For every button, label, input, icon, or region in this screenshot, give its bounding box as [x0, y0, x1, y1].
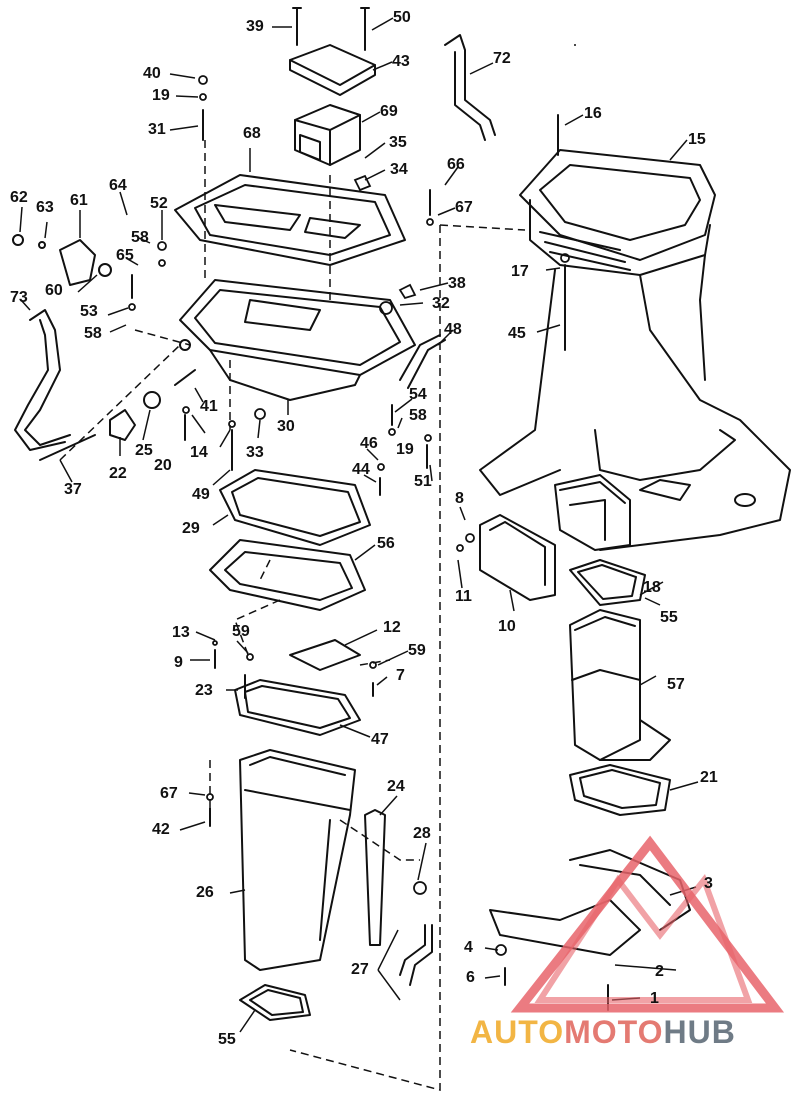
washer-part	[128, 75, 570, 956]
part-label-38: 38	[448, 275, 466, 292]
part-label-39: 39	[246, 18, 264, 35]
lower-exhaust-part	[239, 749, 386, 1021]
part-label-23: 23	[195, 682, 213, 699]
part-label-27: 27	[351, 961, 369, 978]
part-label-13: 13	[172, 624, 190, 641]
part-label-24: 24	[387, 778, 405, 795]
part-label-6: 6	[466, 969, 475, 986]
part-label-55-b: 55	[218, 1031, 236, 1048]
part-label-10: 10	[498, 618, 516, 635]
part-label-14: 14	[190, 444, 208, 461]
part-label-61: 61	[70, 192, 88, 209]
part-label-69: 69	[380, 103, 398, 120]
part-label-1: 1	[650, 990, 659, 1007]
part-label-66: 66	[447, 156, 465, 173]
part-label-49: 49	[192, 486, 210, 503]
part-label-41: 41	[200, 398, 218, 415]
port-housing-part	[554, 474, 631, 551]
part-label-55: 55	[660, 609, 678, 626]
part-label-4: 4	[464, 939, 473, 956]
watermark-hub: HUB	[663, 1014, 736, 1050]
part-label-48: 48	[444, 321, 462, 338]
part-label-34: 34	[390, 161, 408, 178]
part-label-53: 53	[80, 303, 98, 320]
watermark-moto: MOTO	[564, 1014, 664, 1050]
part-label-3: 3	[704, 875, 713, 892]
part-label-32: 32	[432, 295, 450, 312]
part-label-57: 57	[667, 676, 685, 693]
part-label-20: 20	[154, 457, 172, 474]
part-label-58-b: 58	[84, 325, 102, 342]
part-label-50: 50	[393, 9, 411, 26]
adaptor-plate-part	[174, 174, 416, 401]
part-label-18: 18	[643, 579, 661, 596]
part-label-47: 47	[371, 731, 389, 748]
gasket-part	[209, 469, 371, 736]
part-label-58-c: 58	[409, 407, 427, 424]
part-label-37: 37	[64, 481, 82, 498]
part-label-45: 45	[508, 325, 526, 342]
part-label-58-a: 58	[131, 229, 149, 246]
part-label-35: 35	[389, 134, 407, 151]
part-label-15: 15	[688, 131, 706, 148]
part-label-62: 62	[10, 189, 28, 206]
part-label-29: 29	[182, 520, 200, 537]
part-label-67-b: 67	[160, 785, 178, 802]
part-label-64: 64	[109, 177, 127, 194]
part-label-31: 31	[148, 121, 166, 138]
part-label-8: 8	[455, 490, 464, 507]
watermark-logo-text: AUTOMOTOHUB	[470, 1014, 736, 1051]
part-label-25: 25	[135, 442, 153, 459]
part-label-44: 44	[352, 461, 370, 478]
leader-lines	[19, 17, 699, 1033]
part-label-16: 16	[584, 105, 602, 122]
part-label-19: 19	[152, 87, 170, 104]
part-label-56: 56	[377, 535, 395, 552]
part-label-22: 22	[109, 465, 127, 482]
part-label-51: 51	[414, 473, 432, 490]
part-label-9: 9	[174, 654, 183, 671]
small-parts-group	[12, 234, 196, 461]
part-label-72: 72	[493, 50, 511, 67]
part-label-2: 2	[655, 963, 664, 980]
part-label-73: 73	[10, 289, 28, 306]
exhaust-tube-part	[569, 609, 671, 761]
part-label-30: 30	[277, 418, 295, 435]
part-label-60: 60	[45, 282, 63, 299]
power-pack-part	[289, 44, 376, 166]
part-label-42: 42	[152, 821, 170, 838]
part-label-43: 43	[392, 53, 410, 70]
part-label-19-b: 19	[396, 441, 414, 458]
watermark-triangle-logo	[510, 835, 785, 1013]
part-label-68: 68	[243, 125, 261, 142]
exhaust-seal-part	[569, 44, 671, 816]
part-label-7: 7	[396, 667, 405, 684]
bolt-part	[131, 7, 609, 1011]
part-label-21: 21	[700, 769, 718, 786]
part-label-59-a: 59	[232, 623, 250, 640]
part-label-59-b: 59	[408, 642, 426, 659]
part-label-67: 67	[455, 199, 473, 216]
part-label-12: 12	[383, 619, 401, 636]
part-label-11: 11	[455, 588, 472, 605]
part-label-65: 65	[116, 247, 134, 264]
part-label-28: 28	[413, 825, 431, 842]
part-label-46: 46	[360, 435, 378, 452]
part-label-52: 52	[150, 195, 168, 212]
part-label-26: 26	[196, 884, 214, 901]
exhaust-housing-part	[479, 149, 791, 551]
watermark-auto: AUTO	[470, 1014, 565, 1050]
part-label-17: 17	[511, 263, 529, 280]
part-label-63: 63	[36, 199, 54, 216]
part-label-40: 40	[143, 65, 161, 82]
cover-plate-part	[479, 514, 556, 601]
part-label-33: 33	[246, 444, 264, 461]
part-label-54: 54	[409, 386, 427, 403]
hose-part	[14, 34, 496, 986]
